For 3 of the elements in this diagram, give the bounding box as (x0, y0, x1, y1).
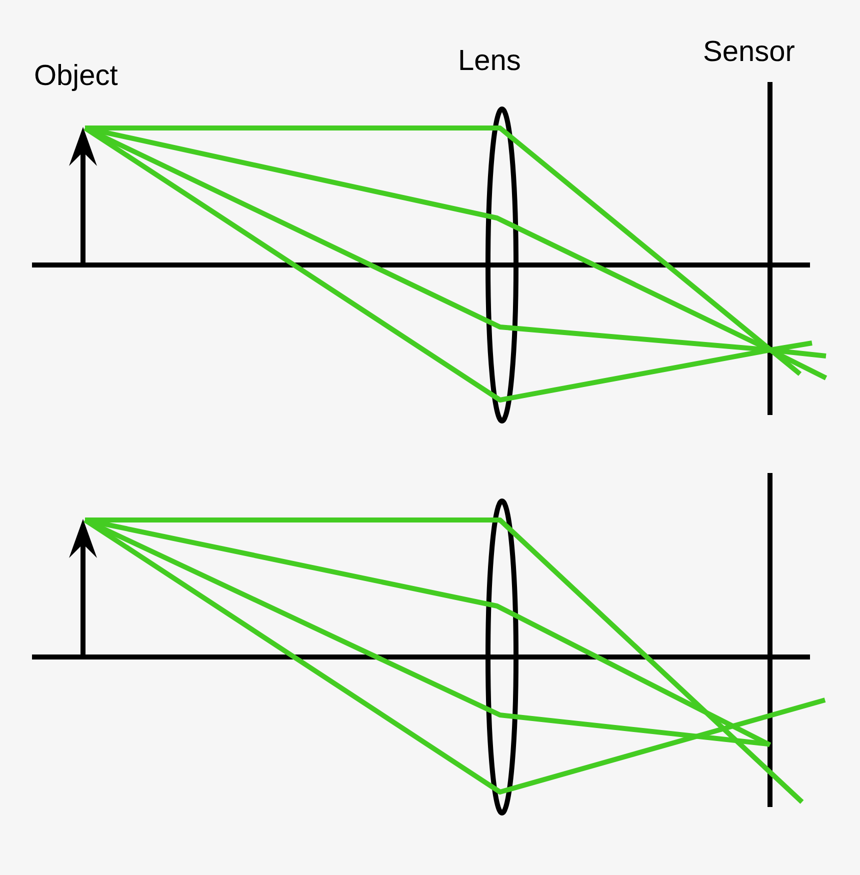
part-label: Sensor (703, 38, 795, 67)
part-label: Object (34, 62, 118, 91)
part-label: Lens (458, 47, 521, 76)
